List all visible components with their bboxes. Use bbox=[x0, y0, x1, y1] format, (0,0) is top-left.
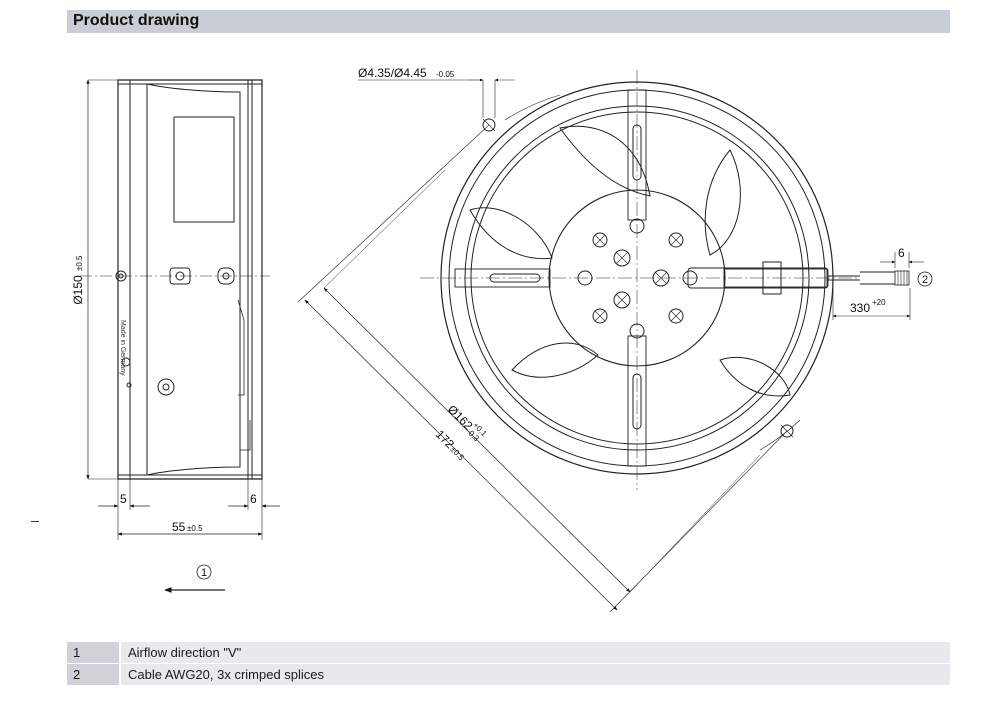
width-tol: ±0.5 bbox=[187, 524, 203, 533]
hole-label: Ø4.35/Ø4.45 bbox=[358, 66, 427, 80]
cable-strip-label: 6 bbox=[898, 246, 905, 260]
cable-length-label: 330 bbox=[850, 301, 870, 315]
dim-right-label: 6 bbox=[250, 492, 257, 506]
width-label: 55 bbox=[172, 520, 186, 534]
cable-length-tol: +20 bbox=[872, 298, 886, 307]
margin-mark bbox=[31, 521, 39, 522]
diameter-tol: ±0.5 bbox=[75, 255, 84, 271]
dim-left-label: 5 bbox=[120, 492, 127, 506]
legend-table: 1 Airflow direction "V" 2 Cable AWG20, 3… bbox=[67, 642, 950, 686]
legend-num: 1 bbox=[67, 642, 119, 663]
overall-tol: ±0.5 bbox=[448, 445, 466, 463]
diameter-label: Ø150 bbox=[71, 275, 85, 305]
hole-tol: -0.05 bbox=[436, 70, 455, 79]
legend-row: 2 Cable AWG20, 3x crimped splices bbox=[67, 664, 950, 685]
brand-text: Made in Germany bbox=[119, 320, 126, 376]
side-view-labels: Ø150 ±0.5 Made in Germany 5 6 55 ±0.5 1 bbox=[71, 255, 257, 579]
front-view-labels: Ø4.35/Ø4.45 -0.05 Ø162 +0.1 -0.3 172 ±0.… bbox=[358, 66, 928, 463]
side-view bbox=[80, 79, 280, 593]
legend-num: 2 bbox=[67, 664, 119, 685]
section-header: Product drawing bbox=[67, 10, 950, 33]
legend-text: Cable AWG20, 3x crimped splices bbox=[121, 664, 950, 685]
legend-row: 1 Airflow direction "V" bbox=[67, 642, 950, 663]
cable-marker: 2 bbox=[922, 274, 928, 286]
product-drawing: Ø150 ±0.5 Made in Germany 5 6 55 ±0.5 1 bbox=[71, 66, 933, 613]
legend-text: Airflow direction "V" bbox=[121, 642, 950, 663]
section-title: Product drawing bbox=[73, 12, 200, 29]
airflow-marker: 1 bbox=[201, 567, 207, 579]
front-view bbox=[297, 70, 933, 613]
